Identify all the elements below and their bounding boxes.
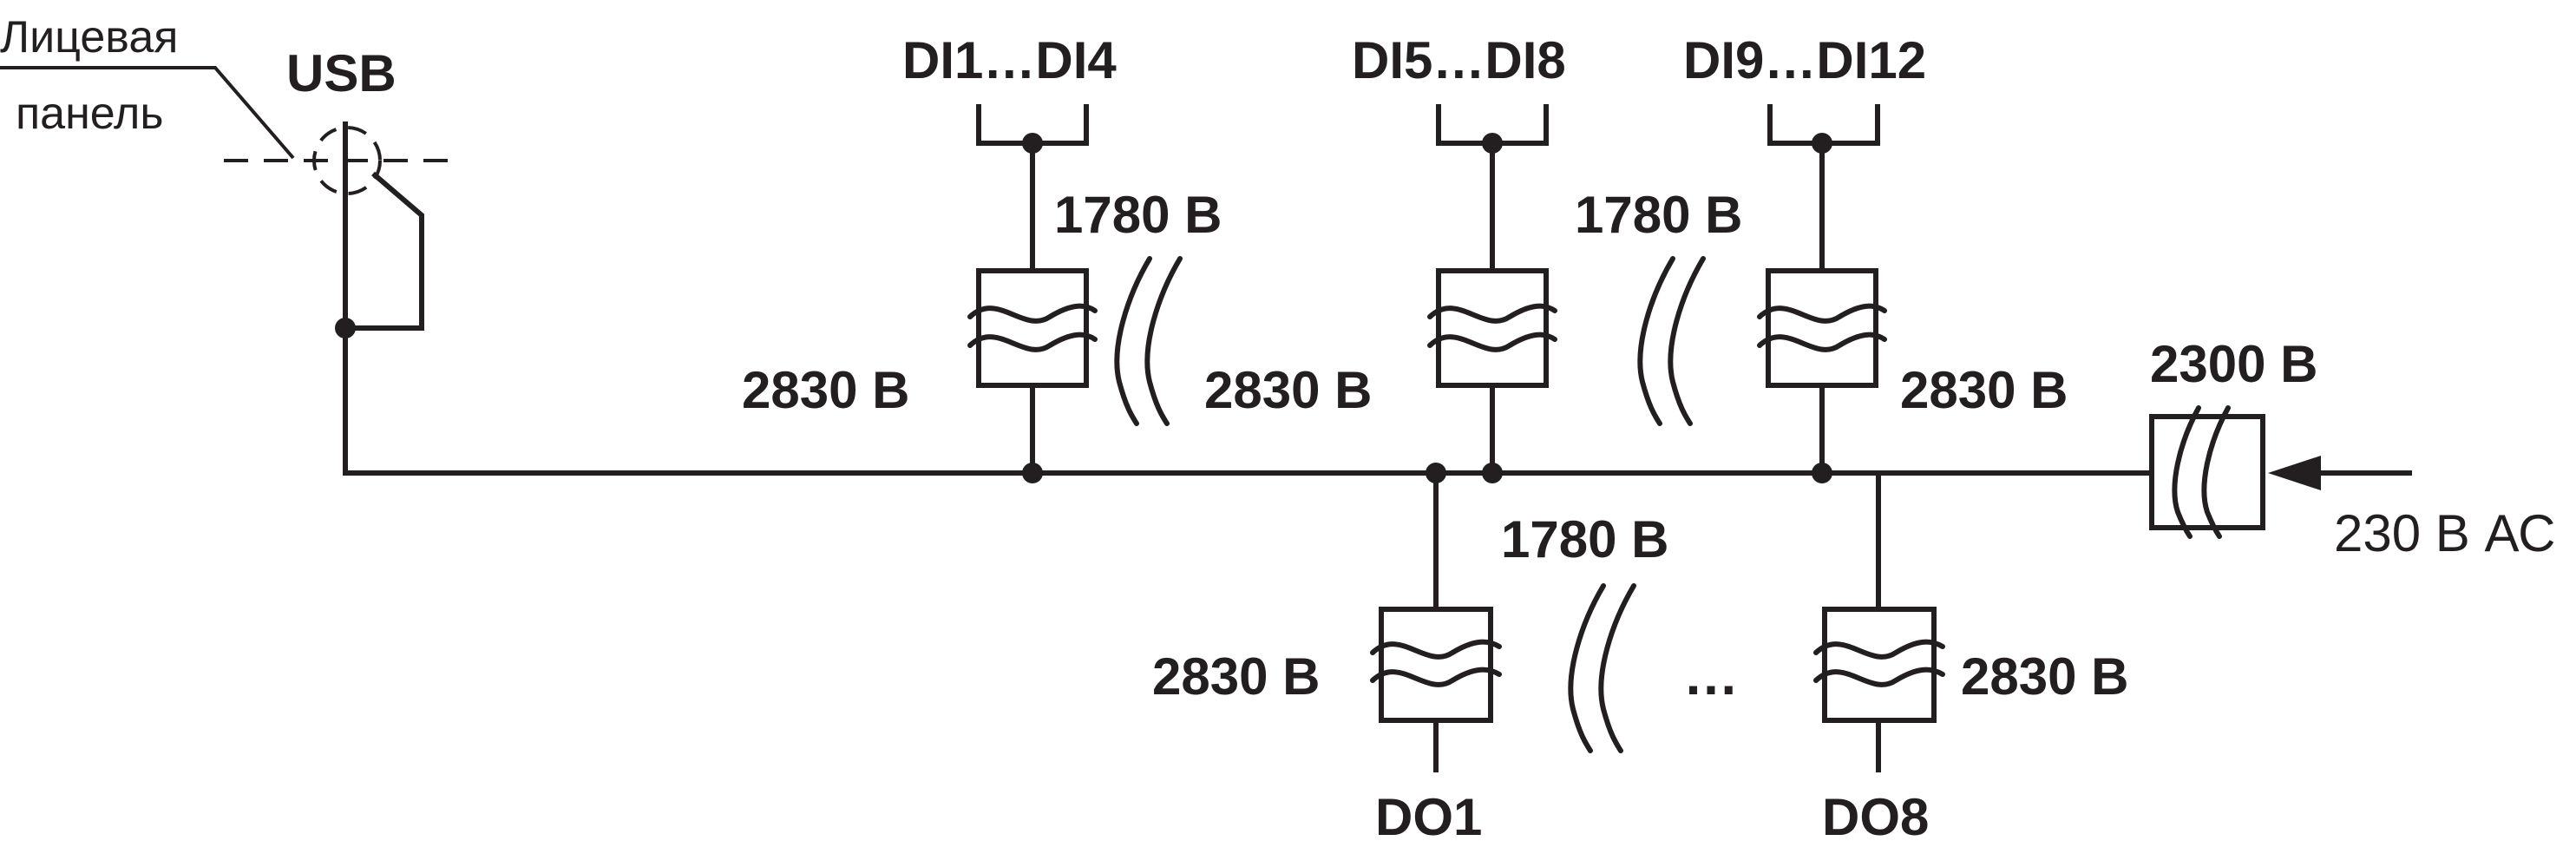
do8-isolation-box <box>1822 607 1937 723</box>
di-group-2-barrier-wave-2 <box>1427 332 1557 352</box>
power-isolation-voltage: 2300 В <box>2150 335 2317 393</box>
di-group-3-label: DI9…DI12 <box>1683 31 1926 89</box>
do1-barrier-wave-2 <box>1370 667 1502 687</box>
di-group-3-barrier-wave <box>1757 303 1887 324</box>
di-group-2-top-dot <box>1482 133 1503 154</box>
usb-label: USB <box>286 44 397 102</box>
do1-label: DO1 <box>1375 788 1482 846</box>
do-ellipsis: … <box>1683 644 1739 706</box>
front-panel-label-line1: Лицевая <box>0 12 178 62</box>
do1-isolation-box <box>1379 607 1493 723</box>
di-group-2-isolation-box <box>1436 268 1549 388</box>
do8-barrier-wave-2 <box>1813 667 1945 687</box>
di-group-2-isolation-voltage: 2830 В <box>1204 361 1372 419</box>
di-group-3-isolation-voltage: 2830 В <box>1900 361 2068 419</box>
di-group-2-barrier-wave <box>1427 303 1557 324</box>
di-gap-1-2-wave-a <box>1114 256 1152 426</box>
front-panel-label-line2: панель <box>16 89 163 139</box>
di-group-1-isolation-voltage: 2830 В <box>742 361 909 419</box>
power-barrier-wave-a <box>2172 405 2201 539</box>
di-group-3-bus-dot <box>1812 463 1832 483</box>
do-gap-wave-a <box>1568 583 1606 753</box>
di-gap-1-2-voltage: 1780 В <box>1054 186 1222 244</box>
di-group-1-barrier-wave-2 <box>967 332 1098 352</box>
power-input-label: 230 В АС <box>2334 504 2556 562</box>
do-gap-wave-b <box>1598 583 1636 753</box>
di-group-1-label: DI1…DI4 <box>902 31 1117 89</box>
usb-side-wire <box>345 171 424 331</box>
do-gap-voltage: 1780 В <box>1501 510 1668 568</box>
di-group-2-bus-dot <box>1482 463 1503 483</box>
di-gap-2-3-wave-a <box>1637 256 1675 426</box>
di-gap-1-2-wave-b <box>1144 256 1183 426</box>
do1-barrier-wave <box>1370 639 1502 660</box>
power-barrier-wave-b <box>2201 405 2231 539</box>
power-input-arrow-icon <box>2268 456 2321 490</box>
di-group-3-barrier-wave-2 <box>1757 332 1887 352</box>
di-gap-2-3-wave-b <box>1668 256 1706 426</box>
di-group-1-top-dot <box>1022 133 1043 154</box>
do8-label: DO8 <box>1822 788 1929 846</box>
di-group-3-top-dot <box>1812 133 1832 154</box>
usb-port-dashed-circle <box>312 126 382 195</box>
di-group-2-label: DI5…DI8 <box>1352 31 1566 89</box>
di-group-1-bus-dot <box>1022 463 1043 483</box>
do1-isolation-voltage: 2830 В <box>1152 647 1320 706</box>
di-group-1-barrier-wave <box>967 303 1098 324</box>
do8-isolation-voltage: 2830 В <box>1961 647 2128 706</box>
usb-node-dot <box>335 318 356 338</box>
di-gap-2-3-voltage: 1780 В <box>1575 186 1742 244</box>
do8-barrier-wave <box>1813 639 1945 660</box>
di-group-1-isolation-box <box>976 268 1089 388</box>
front-panel-leader-line <box>0 66 295 160</box>
di-group-3-isolation-box <box>1766 268 1878 388</box>
